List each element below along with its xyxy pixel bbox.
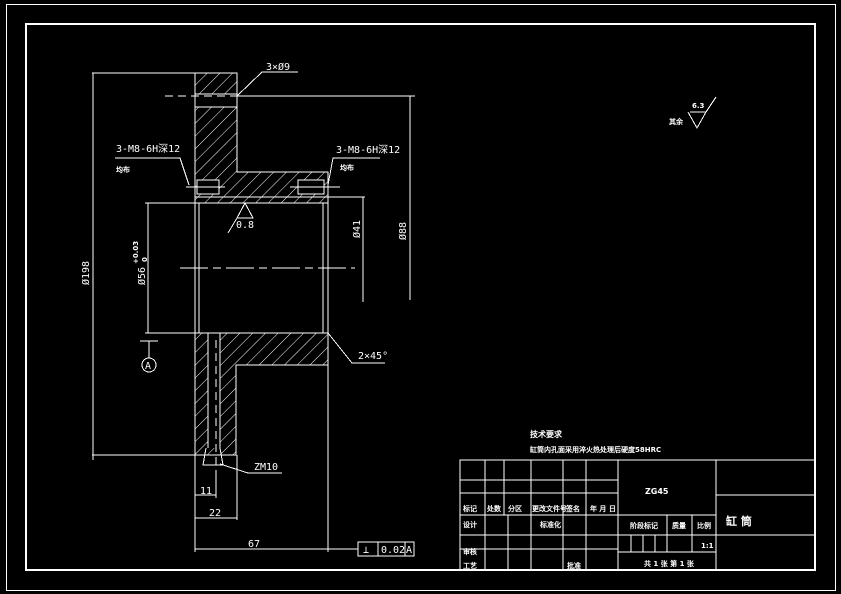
dia-outer-label: Ø198 (80, 261, 92, 285)
dia-bore-tol-lower: 0 (141, 257, 149, 262)
weight-label: 质量 (672, 521, 686, 530)
thread-left-note: 均布 (116, 165, 130, 174)
tb-process: 工艺 (463, 561, 477, 570)
roughness-rest-label: 其余 (669, 117, 684, 126)
tb-header-0: 标记 (462, 504, 477, 513)
gdt-value: 0.02 (381, 545, 405, 556)
tb-design: 设计 (463, 520, 477, 529)
thread-right-label: 3-M8-6H深12 (336, 144, 400, 156)
tech-req-line1: 缸筒内孔面采用淬火热处理后硬度58HRC (529, 445, 661, 454)
dia-88-label: Ø88 (397, 222, 409, 240)
tb-header-3: 更改文件号 (532, 504, 567, 513)
dim-67: 67 (248, 539, 260, 550)
holes-label: 3×Ø9 (266, 61, 290, 73)
tb-header-5: 年 月 日 (590, 504, 616, 513)
datum-label: A (145, 361, 151, 372)
tb-header-4: 签名 (565, 504, 580, 513)
sheet-info: 共 1 张 第 1 张 (644, 559, 695, 568)
roughness-rest-value: 6.3 (692, 102, 705, 110)
section-hatching (195, 73, 328, 455)
scale-label: 比例 (697, 521, 711, 530)
tb-header-2: 分区 (508, 504, 522, 513)
stage-mark-label: 阶段标记 (630, 521, 658, 530)
chamfer-label: 2×45° (358, 351, 388, 362)
inner-border (25, 23, 816, 571)
leaders (115, 71, 717, 557)
dia-41-label: Ø41 (351, 220, 363, 238)
dia-bore-label: Ø56 (136, 267, 148, 285)
thread-left-label: 3-M8-6H深12 (116, 143, 180, 155)
dimension-lines (92, 72, 415, 552)
scale-value: 1:1 (701, 542, 714, 550)
tb-header-1: 处数 (486, 504, 502, 513)
datum-circle (141, 357, 157, 373)
thread-right-note: 均布 (340, 163, 354, 172)
outer-border (6, 4, 836, 591)
material: ZG45 (645, 487, 669, 496)
plug-label: ZM10 (254, 462, 278, 473)
gdt-datum: A (406, 545, 412, 556)
title-block (459, 459, 816, 571)
tb-standard: 标准化 (539, 520, 561, 529)
dim-22: 22 (209, 508, 221, 519)
tb-approve: 批准 (567, 561, 581, 570)
part-name: 缸 筒 (725, 514, 752, 528)
dim-11: 11 (200, 486, 212, 497)
roughness-inner: 0.8 (236, 220, 254, 231)
tech-req-title: 技术要求 (530, 429, 563, 439)
tb-review: 审核 (463, 547, 477, 556)
dia-bore-tol-upper: +0.03 (132, 241, 140, 264)
gdt-symbol: ⊥ (363, 545, 369, 556)
